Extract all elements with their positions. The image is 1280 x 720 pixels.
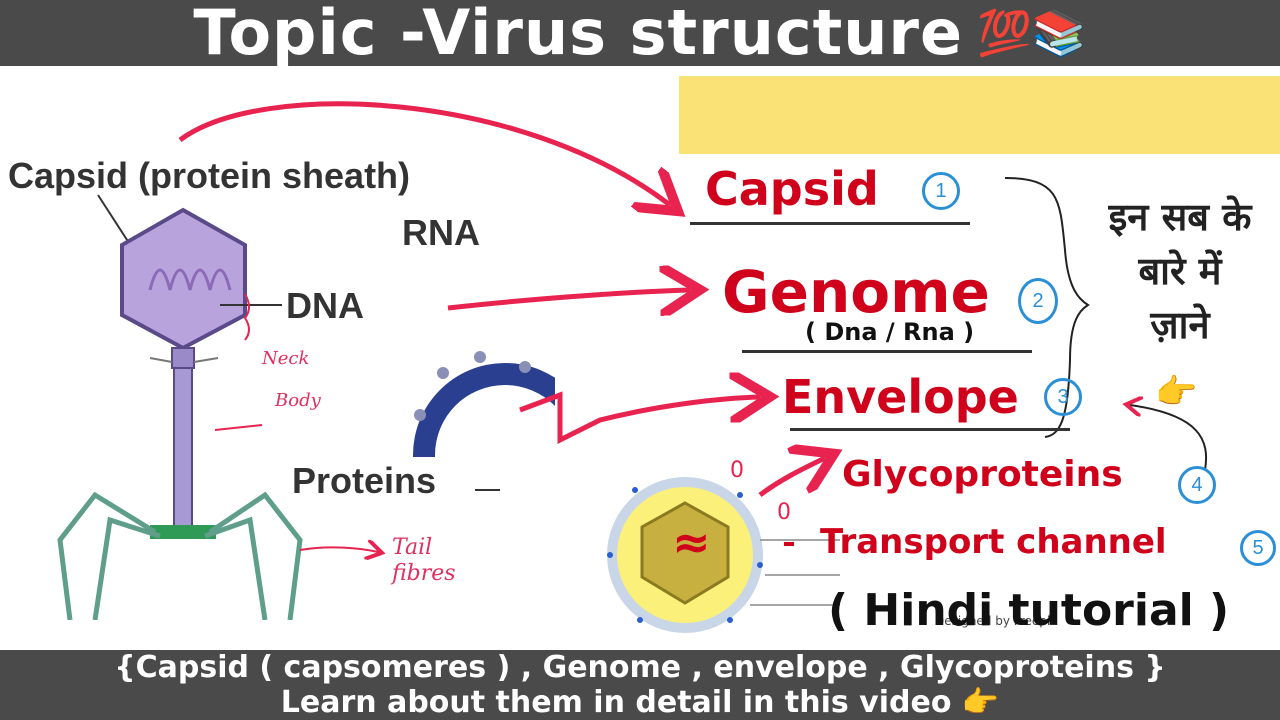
list-item-transport-channel: Transport channel <box>820 522 1167 562</box>
hindi-note-line-2: बारे में <box>1138 249 1222 293</box>
list-item-capsid: Capsid <box>705 162 879 216</box>
hindi-tutorial-label: ( Hindi tutorial ) <box>828 585 1230 636</box>
arrow-to-envelope <box>519 395 760 445</box>
bottom-caption-line-2: Learn about them in detail in this video… <box>280 685 1000 720</box>
hindi-note: इन सब के बारे में ज़ाने <box>1080 190 1280 352</box>
list-item-glycoproteins: Glycoproteins <box>842 454 1123 495</box>
list-item-genome: Genome <box>722 258 990 326</box>
bottom-caption-line-1: {Capsid ( capsomeres ) , Genome , envelo… <box>114 650 1166 685</box>
dna-diagram-label: DNA <box>286 285 364 326</box>
genome-subtitle: ( Dna / Rna ) <box>805 318 975 346</box>
arrow-to-genome <box>447 290 690 308</box>
number-4-badge: 4 <box>1178 466 1216 504</box>
blue-curved-arrow <box>1130 405 1208 471</box>
number-2-badge: 2 <box>1018 278 1058 324</box>
capsid-diagram-label: Capsid (protein sheath) <box>8 155 411 196</box>
tail-handwritten-label: Tail fibres <box>392 535 456 586</box>
hindi-note-line-3: ज़ाने <box>1150 303 1210 347</box>
virus-cross-section-image <box>413 351 555 457</box>
page-title: Topic -Virus structure <box>193 0 964 69</box>
neck-brace <box>243 293 250 341</box>
number-3-badge: 3 <box>1044 378 1082 416</box>
bacteriophage-diagram: Capsid (protein sheath) RNA DNA Proteins… <box>0 100 600 621</box>
body-handwritten-label: Body <box>275 390 321 411</box>
capsid-underline <box>690 222 970 225</box>
proteins-diagram-label: Proteins <box>292 460 437 501</box>
number-5-badge: 5 <box>1240 530 1276 566</box>
zero-mark-2: 0 <box>777 500 791 525</box>
enveloped-virus-image <box>607 477 840 633</box>
genome-underline <box>742 350 1032 353</box>
envelope-underline <box>790 428 1070 431</box>
pointing-hand-icon: 👉 <box>1155 372 1198 412</box>
list-item-envelope: Envelope <box>782 370 1019 424</box>
virus-genome-symbol: ≈ <box>672 515 711 569</box>
title-bar: Topic -Virus structure 💯📚 <box>0 0 1280 66</box>
neck-handwritten-label: Neck <box>262 348 310 369</box>
number-1-badge: 1 <box>922 172 960 210</box>
transport-channel-dash <box>784 542 794 546</box>
rna-diagram-label: RNA <box>402 212 480 253</box>
highlight-box <box>679 76 1280 154</box>
hindi-note-line-1: इन सब के <box>1108 195 1252 239</box>
zero-mark-1: 0 <box>730 458 744 483</box>
arrow-tail-fibres <box>299 547 378 552</box>
body-underline <box>214 424 263 431</box>
bottom-caption-bar: {Capsid ( capsomeres ) , Genome , envelo… <box>0 650 1280 720</box>
bacteriophage-illustration <box>57 194 500 621</box>
arrow-to-glycoproteins <box>758 458 825 498</box>
arrow-to-capsid <box>178 101 670 205</box>
watermark-text: Designed by Freepik <box>935 614 1058 628</box>
hundred-books-emoji-icon: 💯📚 <box>977 8 1087 59</box>
